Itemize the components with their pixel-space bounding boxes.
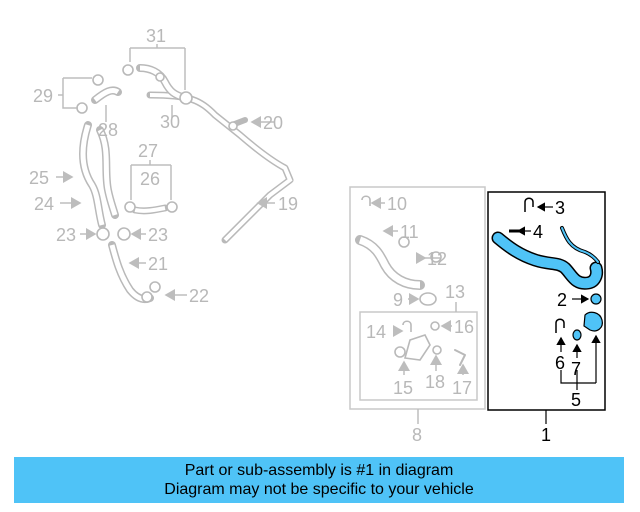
leaders-right [516, 202, 601, 424]
callout-3: 3 [555, 198, 565, 218]
callout-16: 16 [454, 317, 474, 337]
callout-9: 9 [393, 290, 403, 310]
banner-line-1: Part or sub-assembly is #1 in diagram [184, 462, 454, 479]
callout-13: 13 [445, 282, 465, 302]
callout-30: 30 [160, 112, 180, 132]
callout-8: 8 [412, 425, 422, 445]
callout-5: 5 [571, 390, 581, 410]
parts-diagram: 31 29 28 30 20 27 26 25 24 19 23 23 21 2… [29, 26, 606, 445]
callout-10: 10 [387, 194, 407, 214]
callout-23-left: 23 [56, 225, 76, 245]
callout-23-right: 23 [148, 225, 168, 245]
callout-29: 29 [33, 86, 53, 106]
callout-14: 14 [366, 322, 386, 342]
leaders-left [56, 44, 275, 301]
leaders-middle [370, 197, 469, 424]
banner-line-2: Diagram may not be specific to your vehi… [164, 481, 474, 498]
callout-2: 2 [557, 290, 567, 310]
callout-17: 17 [452, 378, 472, 398]
callout-19: 19 [278, 194, 298, 214]
callout-21: 21 [148, 254, 168, 274]
callout-18: 18 [425, 372, 445, 392]
faded-assembly-middle [349, 186, 486, 410]
callout-4: 4 [533, 222, 543, 242]
callout-6: 6 [555, 353, 565, 373]
callout-28: 28 [98, 120, 118, 140]
callout-15: 15 [393, 378, 413, 398]
callout-31: 31 [146, 26, 166, 46]
callout-20: 20 [263, 113, 283, 133]
callout-27: 27 [138, 141, 158, 161]
callout-22: 22 [189, 286, 209, 306]
callout-12: 12 [427, 249, 447, 269]
highlighted-assembly-box [487, 191, 606, 411]
callout-11: 11 [400, 222, 419, 242]
callout-1: 1 [541, 425, 551, 445]
callout-24: 24 [34, 194, 54, 214]
callout-25: 25 [29, 168, 49, 188]
faded-assembly-left [76, 64, 294, 303]
info-banner: Part or sub-assembly is #1 in diagram Di… [14, 457, 624, 503]
callout-7: 7 [571, 359, 581, 379]
callout-26: 26 [140, 169, 160, 189]
